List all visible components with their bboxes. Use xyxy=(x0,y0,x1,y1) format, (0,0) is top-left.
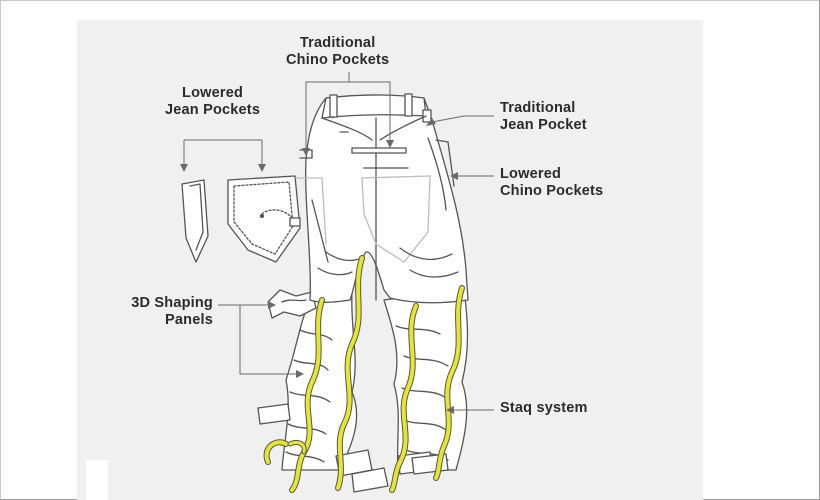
label-lowered-chino-pockets: Lowered Chino Pockets xyxy=(500,166,604,199)
leader-traditional-jean xyxy=(431,115,494,123)
right-lower-leg xyxy=(383,289,469,471)
staq-system xyxy=(263,255,465,493)
label-staq-system: Staq system xyxy=(500,400,588,416)
leader-shaping-panels-2 xyxy=(239,305,296,375)
label-3d-shaping-panels: 3D Shaping Panels xyxy=(131,295,213,328)
pants-body xyxy=(305,97,469,304)
leader-arrowheads xyxy=(180,118,458,414)
label-lowered-jean-pockets: Lowered Jean Pockets xyxy=(165,85,261,118)
lowered-jean-pocket-back xyxy=(227,175,301,263)
leader-traditional-chino-2 xyxy=(305,81,349,148)
label-traditional-chino-pockets: Traditional Chino Pockets xyxy=(286,35,390,68)
corner-notch xyxy=(86,460,108,500)
leader-traditional-chino xyxy=(348,72,391,140)
lowered-jean-pocket-side xyxy=(181,179,209,263)
shaping-panel-piece xyxy=(267,289,317,319)
label-traditional-jean-pocket: Traditional Jean Pocket xyxy=(500,100,587,133)
